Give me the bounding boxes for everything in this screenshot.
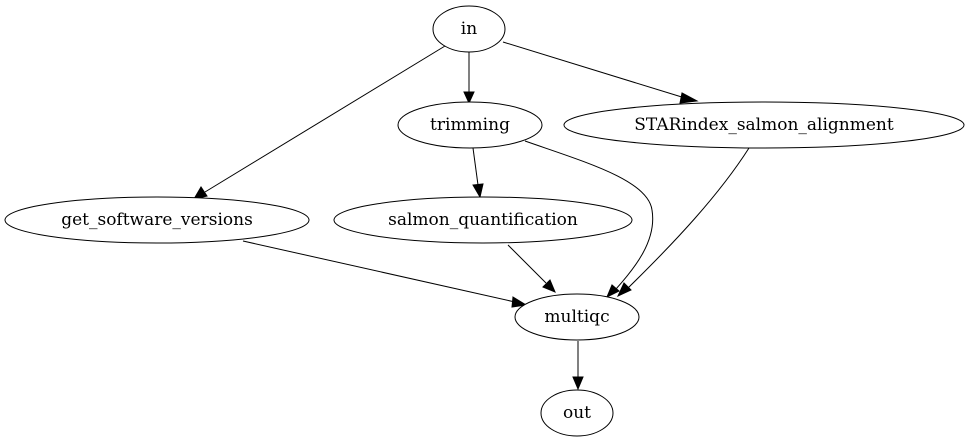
node-multiqc: multiqc	[514, 293, 640, 341]
edge-in-starindex	[502, 41, 699, 104]
node-get-software-versions: get_software_versions	[4, 196, 310, 244]
edge-salmon-multiqc	[507, 244, 556, 293]
edge-starindex-multiqc	[616, 147, 750, 298]
node-multiqc-label: multiqc	[544, 307, 609, 327]
edge-multiqc-out	[572, 341, 584, 391]
node-out-label: out	[563, 403, 591, 423]
node-salmon-quantification-label: salmon_quantification	[388, 210, 578, 230]
edge-trimming-multiqc	[524, 140, 654, 299]
node-in: in	[432, 5, 506, 53]
node-get-software-versions-label: get_software_versions	[61, 210, 253, 230]
node-starindex: STARindex_salmon_alignment	[563, 101, 965, 149]
node-out: out	[540, 389, 614, 437]
edge-software-multiqc	[242, 240, 528, 308]
edge-trimming-salmon	[472, 147, 484, 199]
node-salmon-quantification: salmon_quantification	[333, 196, 633, 244]
node-starindex-label: STARindex_salmon_alignment	[634, 115, 894, 135]
node-trimming-label: trimming	[430, 115, 510, 135]
node-trimming: trimming	[397, 101, 543, 149]
node-in-label: in	[461, 19, 477, 39]
edge-in-trimming	[463, 52, 475, 105]
